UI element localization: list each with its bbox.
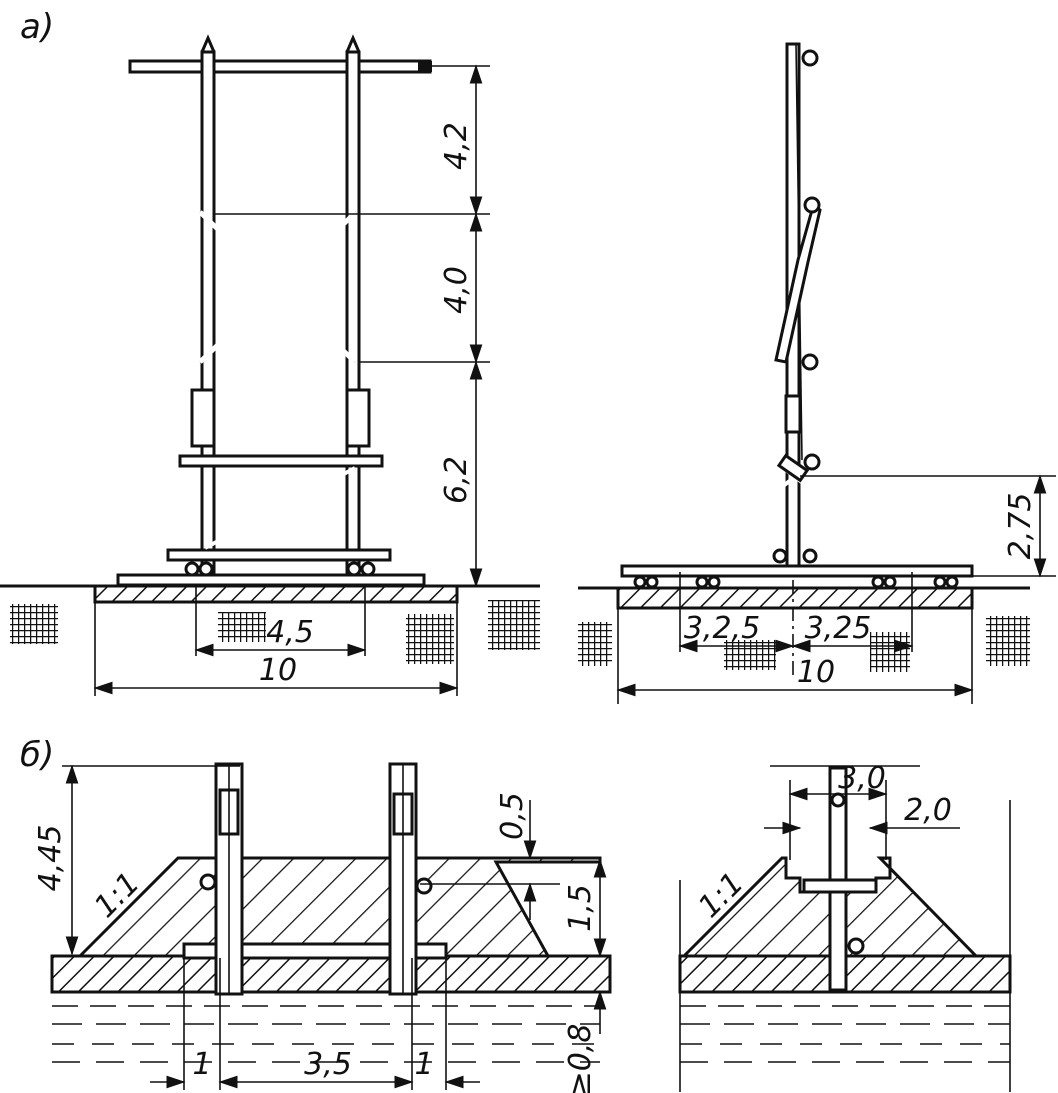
front-platform [116,573,426,587]
front-view: 4,2 4,0 6,2 4,5 10 [0,34,540,696]
front-block-3 [406,614,454,664]
dim-3-0: 3,0 [838,761,886,796]
front-post-right-tip [345,34,361,53]
dim-2-75: 2,75 [1003,493,1038,560]
sleeper-left [182,942,448,960]
dim-4-2: 4,2 [439,122,474,170]
front-block-1 [10,604,58,644]
front-coupling-right [345,388,371,448]
section-right: 3,0 2,0 1:1 [678,761,1012,1092]
front-brace-2-fill [198,210,358,364]
side-pulley-1 [801,49,819,67]
dim-side-10: 10 [797,655,835,690]
side-arm [774,198,822,364]
side-foundation [616,586,974,610]
dim-3-2-5: 3,2,5 [684,611,760,646]
caption-a: а) [20,7,54,47]
front-post-left-tip [200,34,216,53]
dim-3-25: 3,25 [805,611,872,646]
dim-0-5: 0,5 [495,792,530,840]
side-pulley-2 [803,196,821,214]
dim-front-10: 10 [259,653,297,688]
front-coupling-left [190,388,216,448]
front-top-beam [128,59,432,74]
front-low-beam [166,548,392,562]
front-top-beam-end [418,61,432,72]
caption-b: б) [20,735,54,775]
front-wheel-1 [184,561,200,577]
dim-4-5: 4,5 [266,615,314,650]
front-mid-beam [178,454,384,468]
section-left: 4,45 1:1 0,5 1,5 ≥0,8 1 3,5 1 [33,762,612,1093]
dim-3-5: 3,5 [304,1047,352,1082]
dim-4-45: 4,45 [33,825,68,892]
side-block-1 [578,622,612,666]
dim-1-5: 1,5 [563,884,598,932]
front-post-left [200,50,216,576]
dim-min-0-8: ≥0,8 [563,1024,598,1093]
side-coupling [784,394,802,434]
side-pulley-4 [803,453,821,471]
dim-6-2: 6,2 [439,456,474,504]
side-platform [620,564,974,578]
base-layer-left [50,954,612,994]
front-wheel-4 [360,561,376,577]
dim-margin-right: 1 [414,1047,433,1082]
side-pulley-3 [801,353,819,371]
front-wheel-3 [346,561,362,577]
front-post-right [345,50,361,576]
dim-margin-left: 1 [192,1047,211,1082]
embankment-left [76,856,602,958]
side-block-4 [986,616,1030,666]
front-diag-fill [204,466,356,550]
front-block-2 [218,612,266,642]
dim-4-0: 4,0 [439,266,474,314]
front-wheel-2 [198,561,214,577]
dim-2-0: 2,0 [904,793,952,828]
front-block-4 [488,600,540,650]
side-view: 2,75 3,2,5 3,25 10 [578,42,1056,704]
side-block-3 [870,632,910,672]
front-foundation [93,584,459,604]
